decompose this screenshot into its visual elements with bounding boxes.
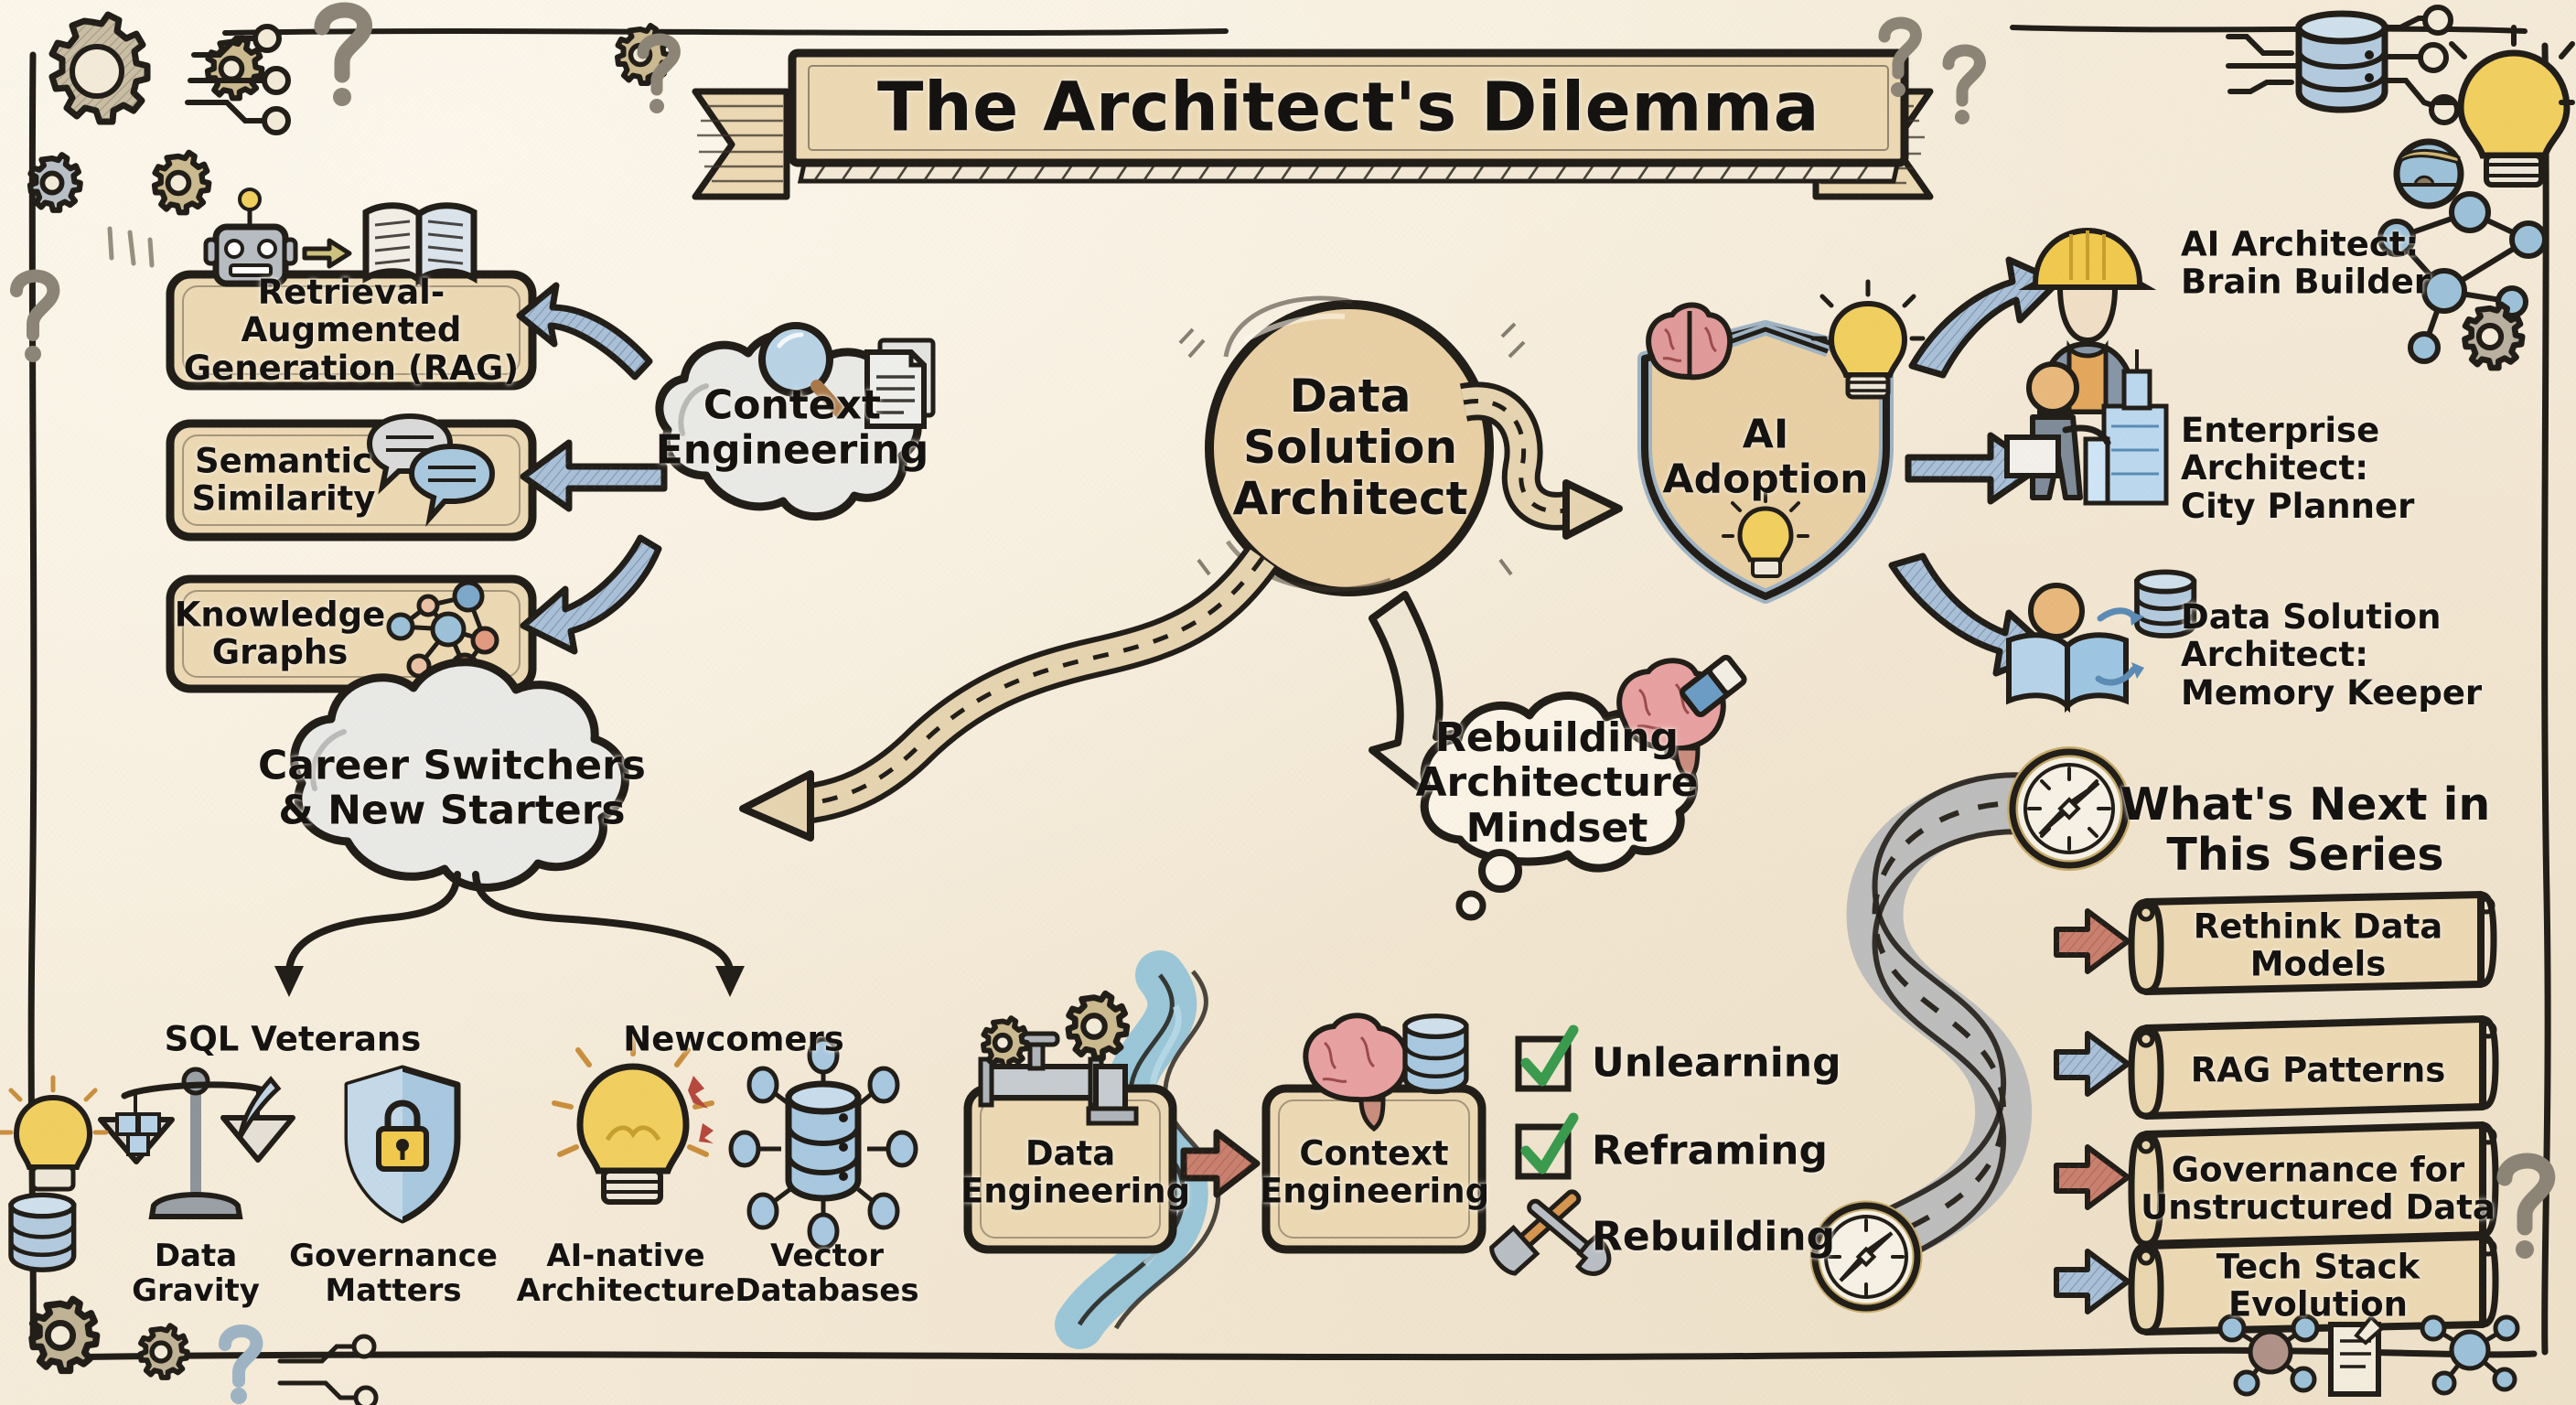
robot-icon: [203, 188, 298, 287]
question-mark-icon: [314, 2, 372, 106]
context-cloud-label: Context Engineering: [655, 381, 929, 474]
gears-icon: [981, 990, 1131, 1069]
series-scroll[interactable]: [2128, 1233, 2499, 1335]
architect-role-label-data: Data Solution Architect: Memory Keeper: [2181, 596, 2483, 713]
pipe-valve-icon: [978, 1031, 1139, 1126]
transition-from-label: Data Engineering: [961, 1133, 1191, 1211]
career-item-label-ainative: AI-native Architecture: [516, 1237, 735, 1309]
series-heading: What's Next in This Series: [2120, 778, 2491, 881]
arrowhead: [274, 966, 745, 997]
gear-icon: [137, 1323, 190, 1380]
mindset-item-label-reframing: Reframing: [1592, 1127, 1829, 1174]
career-cloud[interactable]: [290, 658, 629, 892]
question-mark-icon: [219, 1325, 263, 1404]
database-icon: [8, 1192, 77, 1272]
architect-role-label-enterprise: Enterprise Architect: City Planner: [2181, 410, 2415, 526]
series-scroll[interactable]: [2128, 1015, 2499, 1120]
flow-arrow-road: [1459, 381, 1623, 540]
question-mark-icon: [10, 269, 60, 362]
series-arrow: [2054, 1249, 2131, 1314]
flow-arrow: [520, 534, 662, 655]
series-item-label-2: Governance for Unstructured Data: [2141, 1150, 2496, 1228]
question-mark-icon: [2496, 1153, 2556, 1259]
compass-icon: [1809, 1200, 1923, 1314]
question-mark-icon: [637, 16, 1986, 124]
lightbulb-icon: [1722, 490, 1809, 578]
page-title: The Architect's Dilemma: [876, 68, 1820, 147]
compass-icon: [2007, 746, 2131, 871]
career-item-label-vectordb: Vector Databases: [735, 1237, 919, 1309]
flow-arrow: [516, 282, 653, 381]
database-icon: [2295, 10, 2388, 113]
series-arrow: [2054, 908, 2131, 974]
lightbulb-icon: [1810, 279, 1926, 400]
doodle-lines: [107, 226, 155, 268]
series-item-label-3: Tech Stack Evolution: [2216, 1247, 2420, 1325]
mindset-cloud[interactable]: [1420, 692, 1699, 921]
book-database-icon: [2006, 569, 2197, 713]
arrow-right-icon: [1180, 1129, 1261, 1198]
context-item-box[interactable]: [166, 270, 537, 391]
series-item-label-1: RAG Patterns: [2190, 1050, 2446, 1090]
career-item-label-governance: Governance Matters: [289, 1237, 498, 1309]
city-planner-icon: [2004, 349, 2169, 506]
series-arrow: [2054, 1031, 2131, 1097]
node-graph-icon: [2217, 1314, 2520, 1397]
center-node[interactable]: [1178, 295, 1526, 596]
hammer-wrench-icon: [1489, 1189, 1612, 1276]
center-node-label: Data Solution Architect: [1232, 370, 1468, 525]
vector-db-icon: [728, 1036, 918, 1250]
speech-bubbles-icon: [366, 413, 496, 527]
ai-adoption-label: AI Adoption: [1662, 411, 1869, 503]
magnifier-icon: [758, 322, 846, 418]
open-book-icon: [362, 202, 478, 287]
circuit-icon: [277, 1334, 379, 1405]
gear-icon: [28, 1295, 101, 1375]
career-branch-label-newcomers: Newcomers: [623, 1019, 844, 1059]
series-item-label-0: Rethink Data Models: [2193, 906, 2443, 984]
lightbulb-icon: [2434, 25, 2575, 188]
road-path: [1829, 772, 2066, 1284]
career-item-label-gravity: Data Gravity: [132, 1237, 260, 1309]
series-scroll[interactable]: [2128, 891, 2497, 995]
transition-to-label: Context Engineering: [1260, 1133, 1490, 1211]
title-banner: [692, 48, 1934, 200]
document-icon: [2328, 1314, 2385, 1397]
database-icon: [1402, 1013, 1469, 1095]
documents-icon: [864, 338, 936, 429]
checkbox-check-icon[interactable]: [1515, 1024, 1579, 1092]
checkbox-check-icon[interactable]: [1515, 1112, 1579, 1180]
brain-icon: [1646, 302, 1733, 381]
mindset-item-label-rebuilding: Rebuilding: [1592, 1213, 1836, 1260]
lightbulb-icon: [0, 1075, 109, 1192]
mindset-item-label-unlearning: Unlearning: [1592, 1039, 1841, 1087]
shield-lock-icon: [344, 1065, 461, 1224]
career-branch-label-sql: SQL Veterans: [164, 1019, 422, 1059]
brain-icon: [1303, 1013, 1410, 1132]
architect-role-label-ai: AI Architect: Brain Builder: [2181, 224, 2431, 302]
gear-icon: [2462, 301, 2526, 371]
globe-icon: [2393, 138, 2464, 209]
flow-arrow-road: [739, 546, 1279, 842]
context-item-label-knowledge: Knowledge Graphs: [174, 595, 386, 672]
branch-arrows: [285, 871, 734, 975]
circuit-icon: [185, 24, 291, 135]
career-cloud-label: Career Switchers & New Starters: [258, 742, 646, 834]
context-item-label-semantic: Semantic Similarity: [191, 441, 376, 519]
brain-eraser-icon: [1616, 654, 1747, 783]
context-item-label-rag: Retrieval-Augmented Generation (RAG): [183, 272, 520, 388]
scales-icon: [98, 1067, 295, 1219]
flow-arrow: [520, 439, 668, 512]
lightbulb-spark-icon: [552, 1033, 714, 1205]
node-graph-icon: [2377, 191, 2548, 364]
mindset-cloud-label: Rebuilding Architecture Mindset: [1415, 714, 1699, 852]
arrow-right-icon: [302, 238, 352, 269]
ai-adoption-shield[interactable]: [1637, 320, 1894, 604]
series-arrow: [2054, 1144, 2131, 1210]
